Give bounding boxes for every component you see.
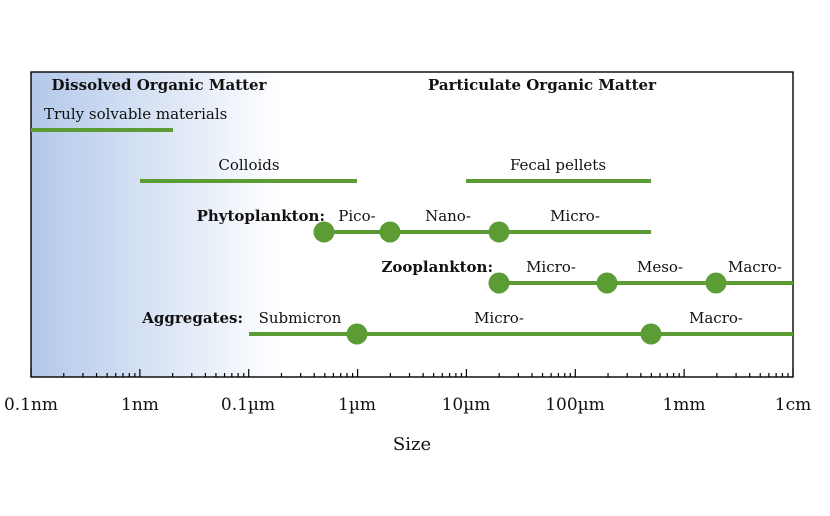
phytoplankton-title: Phytoplankton:: [197, 207, 325, 225]
x-axis-title: Size: [393, 434, 431, 455]
phytoplankton-pico-label: Pico-: [338, 207, 375, 225]
dissolved-region-shading: [31, 72, 280, 377]
tick-label-0: 0.1nm: [4, 395, 58, 415]
x-axis-ticks: [30, 369, 794, 377]
x-axis-tick-labels: 0.1nm 1nm 0.1µm 1µm 10µm 100µm 1mm 1cm: [4, 395, 811, 415]
plot-frame: [30, 71, 794, 378]
aggregates-marker-macro: [640, 323, 662, 345]
tick-label-6: 1mm: [662, 395, 705, 415]
phytoplankton-marker-nano: [379, 221, 401, 243]
zooplankton-micro-label: Micro-: [526, 258, 576, 276]
zooplankton-title: Zooplankton:: [381, 258, 493, 276]
dissolved-header: Dissolved Organic Matter: [51, 76, 267, 94]
tick-label-2: 0.1µm: [221, 395, 275, 415]
zooplankton-meso-label: Meso-: [637, 258, 683, 276]
tick-label-5: 100µm: [545, 395, 605, 415]
tick-label-1: 1nm: [121, 395, 159, 415]
aggregates-title: Aggregates:: [141, 309, 243, 327]
zooplankton-macro-label: Macro-: [728, 258, 782, 276]
tick-label-7: 1cm: [775, 395, 811, 415]
phytoplankton-micro-label: Micro-: [550, 207, 600, 225]
phytoplankton-marker-pico: [313, 221, 335, 243]
fecal-pellets-label: Fecal pellets: [510, 156, 606, 174]
phytoplankton-nano-label: Nano-: [425, 207, 471, 225]
phytoplankton-marker-micro: [488, 221, 510, 243]
tick-label-3: 1µm: [338, 395, 376, 415]
colloids-label: Colloids: [218, 156, 279, 174]
zooplankton-marker-macro: [705, 272, 727, 294]
truly-solvable-label: Truly solvable materials: [44, 105, 227, 123]
particulate-header: Particulate Organic Matter: [428, 76, 657, 94]
zooplankton-marker-meso: [596, 272, 618, 294]
aggregates-macro-label: Macro-: [689, 309, 743, 327]
aggregates-micro-label: Micro-: [474, 309, 524, 327]
tick-label-4: 10µm: [442, 395, 491, 415]
aggregates-marker-micro: [346, 323, 368, 345]
aggregates-submicron-label: Submicron: [259, 309, 342, 327]
zooplankton-marker-micro: [488, 272, 510, 294]
